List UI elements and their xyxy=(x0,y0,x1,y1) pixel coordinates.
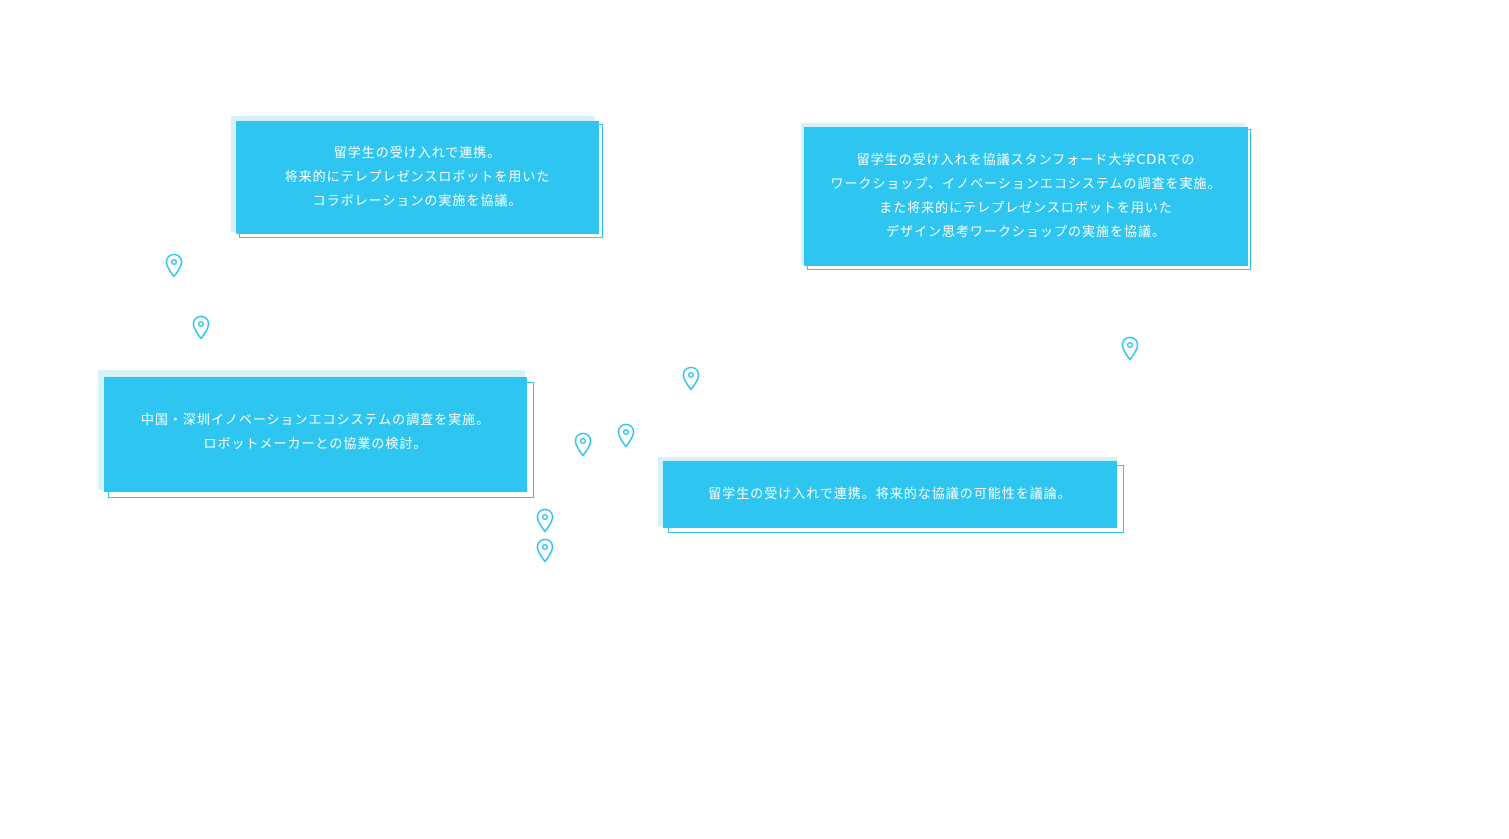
card-text: 中国・深圳イノベーションエコシステムの調査を実施。 ロボットメーカーとの協業の検… xyxy=(141,409,490,457)
card-outline xyxy=(807,129,1251,270)
info-card-4: 留学生の受け入れで連携。将来的な協議の可能性を議論。 xyxy=(658,457,1124,533)
card-outline xyxy=(668,465,1124,533)
card-line: また将来的にテレプレゼンスロボットを用いた xyxy=(879,200,1173,216)
map-pin-icon[interactable] xyxy=(535,538,555,564)
map-pin-icon[interactable] xyxy=(616,423,636,449)
card-line: コラボレーションの実施を協議。 xyxy=(312,193,523,209)
card-line: ロボットメーカーとの協業の検討。 xyxy=(203,437,428,452)
card-text: 留学生の受け入れで連携。将来的な協議の可能性を議論。 xyxy=(708,483,1072,507)
card-body: 留学生の受け入れを協議スタンフォード大学CDRでの ワークショップ、イノベーショ… xyxy=(804,127,1248,266)
map-pin-icon[interactable] xyxy=(164,253,184,279)
card-line: 留学生の受け入れで連携。将来的な協議の可能性を議論。 xyxy=(708,486,1072,502)
map-pin-icon[interactable] xyxy=(573,432,593,458)
card-line: 将来的にテレプレゼンスロボットを用いた xyxy=(284,169,551,185)
card-text: 留学生の受け入れで連携。 将来的にテレプレゼンスロボットを用いた コラボレーショ… xyxy=(285,142,551,214)
card-outline xyxy=(239,124,603,238)
card-body: 留学生の受け入れで連携。 将来的にテレプレゼンスロボットを用いた コラボレーショ… xyxy=(236,121,599,234)
info-card-1: 留学生の受け入れで連携。 将来的にテレプレゼンスロボットを用いた コラボレーショ… xyxy=(231,116,603,239)
card-text: 留学生の受け入れを協議スタンフォード大学CDRでの ワークショップ、イノベーショ… xyxy=(831,149,1222,245)
map-pin-icon[interactable] xyxy=(1120,336,1140,362)
info-card-2: 留学生の受け入れを協議スタンフォード大学CDRでの ワークショップ、イノベーショ… xyxy=(801,123,1252,271)
info-card-3: 中国・深圳イノベーションエコシステムの調査を実施。 ロボットメーカーとの協業の検… xyxy=(98,370,534,498)
card-line: デザイン思考ワークショップの実施を協議。 xyxy=(885,224,1166,240)
card-line: 中国・深圳イノベーションエコシステムの調査を実施。 xyxy=(140,413,491,428)
map-pin-icon[interactable] xyxy=(681,366,701,392)
map-pin-icon[interactable] xyxy=(191,315,211,341)
card-line: ワークショップ、イノベーションエコシステムの調査を実施。 xyxy=(830,176,1222,192)
card-body: 留学生の受け入れで連携。将来的な協議の可能性を議論。 xyxy=(663,461,1117,528)
card-line: 留学生の受け入れで連携。 xyxy=(333,145,502,161)
card-body: 中国・深圳イノベーションエコシステムの調査を実施。 ロボットメーカーとの協業の検… xyxy=(104,377,527,492)
card-outline xyxy=(108,382,534,498)
map-pin-icon[interactable] xyxy=(535,508,555,534)
card-line: 留学生の受け入れを協議スタンフォード大学CDRでの xyxy=(856,152,1196,168)
